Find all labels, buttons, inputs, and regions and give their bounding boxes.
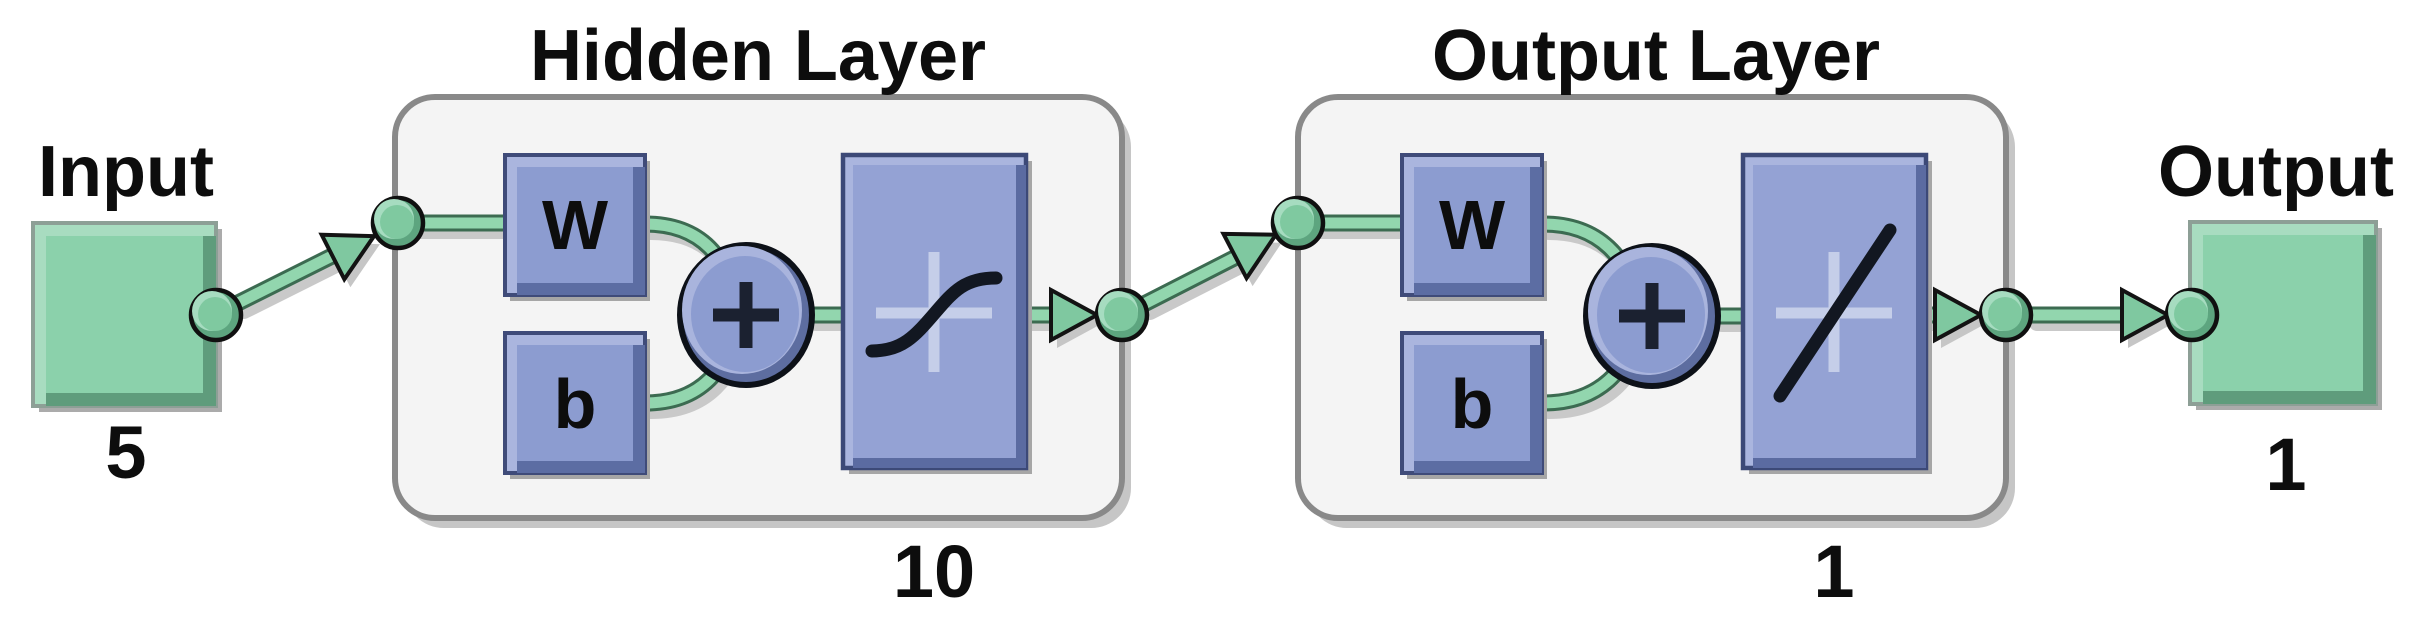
connection-input-to-hidden xyxy=(229,232,380,319)
input-square xyxy=(31,221,222,412)
output-square xyxy=(2188,220,2382,410)
connection-hidden-to-output xyxy=(1135,231,1282,320)
input-port-circle xyxy=(188,287,244,343)
arrowhead-icon xyxy=(1220,231,1280,283)
hidden-input-port-circle xyxy=(370,195,426,251)
output-weight-block: W xyxy=(1400,153,1547,301)
hidden-sum-junction xyxy=(677,242,815,388)
hidden-weight-block: W xyxy=(503,153,650,301)
arrowhead-icon xyxy=(1049,286,1102,344)
hidden-bias-label: b xyxy=(554,365,597,443)
hidden-output-port-circle xyxy=(1094,287,1150,343)
connection-output-to-square xyxy=(2022,286,2174,348)
hidden-bias-block: b xyxy=(503,331,650,479)
hidden-weight-label: W xyxy=(542,186,608,264)
output-bias-label: b xyxy=(1451,365,1494,443)
output-sum-junction xyxy=(1583,243,1721,389)
output-transfer-block xyxy=(1740,152,1932,474)
sum-plus-icon xyxy=(713,282,779,348)
output-bias-block: b xyxy=(1400,331,1547,479)
arrowhead-icon xyxy=(318,232,378,284)
input-label: Input xyxy=(38,132,214,212)
output-label: Output xyxy=(2158,132,2394,212)
arrowhead-icon xyxy=(1933,286,1986,344)
hidden-layer-size-label: 10 xyxy=(893,530,975,613)
arrowhead-icon xyxy=(2120,286,2173,344)
hidden-layer-title: Hidden Layer xyxy=(530,16,986,96)
output-size-label: 1 xyxy=(2265,423,2306,506)
sum-plus-icon xyxy=(1619,283,1685,349)
output-layer-title: Output Layer xyxy=(1432,16,1880,96)
output-weight-label: W xyxy=(1439,186,1505,264)
output-layer-size-label: 1 xyxy=(1813,530,1854,613)
output-output-port-circle xyxy=(1978,287,2034,343)
hidden-transfer-block xyxy=(840,152,1032,474)
input-size-label: 5 xyxy=(105,411,146,494)
output-square-port-circle xyxy=(2164,287,2220,343)
linear-line-icon xyxy=(1773,223,1897,403)
output-input-port-circle xyxy=(1270,195,1326,251)
sigmoid-curve-icon xyxy=(865,252,1003,372)
